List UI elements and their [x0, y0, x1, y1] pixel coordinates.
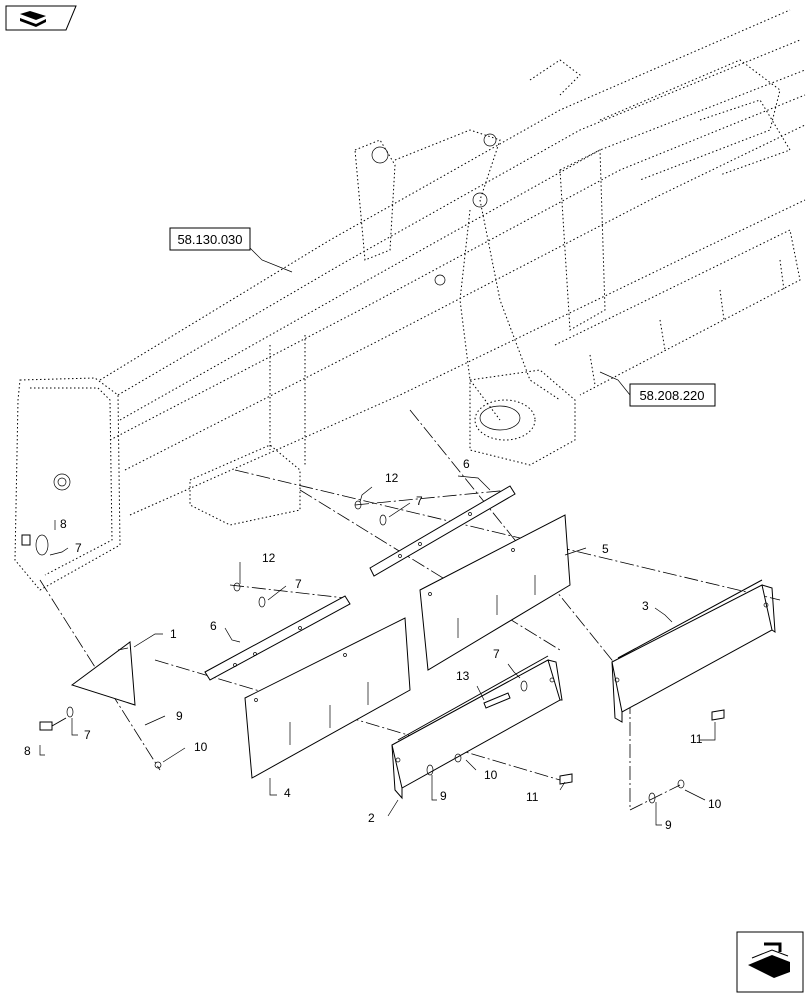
callout-2: 2: [368, 811, 375, 825]
callout-9: 9: [440, 789, 447, 803]
part-4-plate: [244, 617, 411, 779]
callout-10: 10: [484, 768, 498, 782]
callout-13: 13: [456, 669, 470, 683]
callout-5: 5: [602, 542, 609, 556]
callout-6: 6: [463, 457, 470, 471]
callout-10: 10: [194, 740, 208, 754]
part-2-channel: [391, 655, 563, 800]
callout-3: 3: [642, 599, 649, 613]
header-frame-drawing: [14, 9, 806, 591]
callout-10: 10: [708, 797, 722, 811]
callout-7: 7: [493, 647, 500, 661]
callout-9: 9: [176, 709, 183, 723]
callout-7: 7: [75, 541, 82, 555]
part-3-channel: [611, 579, 776, 723]
callout-labels: 1 2 3 4 5 6 6 7 7 7 7 7 8 8 9 9 9 10 10 …: [24, 457, 722, 832]
callout-1: 1: [170, 627, 177, 641]
callout-11: 11: [526, 790, 539, 804]
callout-6: 6: [210, 619, 217, 633]
reference-box-58-208-220[interactable]: 58.208.220: [629, 383, 716, 407]
callout-8: 8: [24, 744, 31, 758]
reference-label: 58.208.220: [639, 388, 704, 403]
callout-11: 11: [690, 732, 703, 746]
callout-4: 4: [284, 786, 291, 800]
callout-7: 7: [295, 577, 302, 591]
callout-7: 7: [416, 494, 423, 508]
bolt-8: [39, 717, 67, 731]
book-icon[interactable]: [5, 5, 77, 31]
part-6-strip-upper: [369, 485, 516, 577]
next-page-arrow-icon[interactable]: [736, 931, 804, 993]
callout-8: 8: [60, 517, 67, 531]
callout-12: 12: [385, 471, 399, 485]
part-1-bracket: [70, 641, 136, 706]
part-5-plate: [419, 514, 571, 671]
callout-9: 9: [665, 818, 672, 832]
reference-box-58-130-030[interactable]: 58.130.030: [169, 227, 251, 251]
part-6-strip-lower: [204, 595, 351, 681]
callout-7: 7: [84, 728, 91, 742]
fasteners: [154, 500, 725, 804]
callout-12: 12: [262, 551, 276, 565]
reference-label: 58.130.030: [177, 232, 242, 247]
leader-lines: [39, 240, 716, 826]
